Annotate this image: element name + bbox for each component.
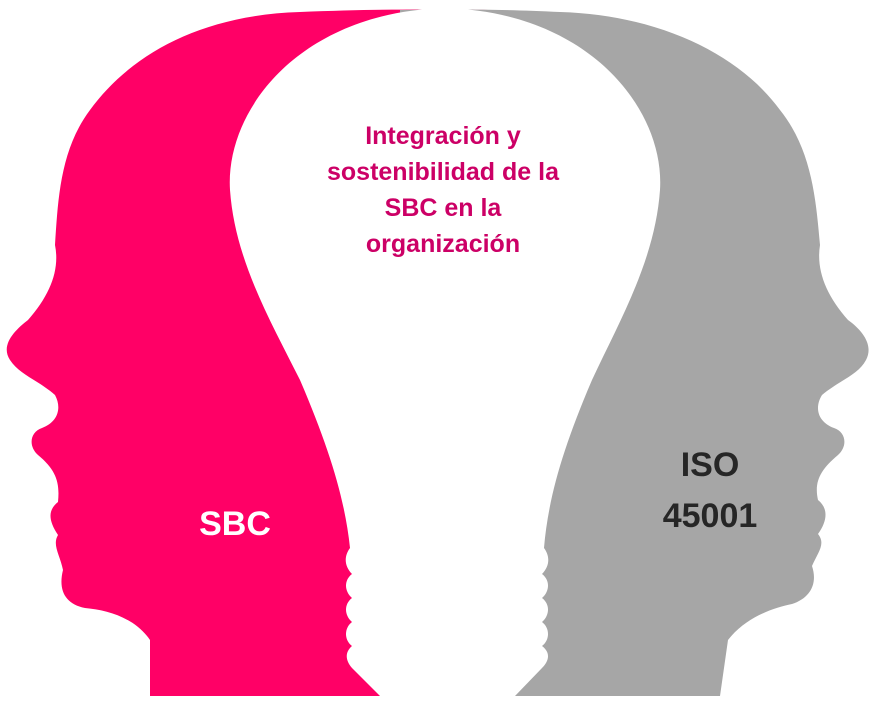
- right-label: ISO 45001: [662, 446, 758, 535]
- light-bulb-icon: [229, 8, 661, 696]
- center-label: Integración y sostenibilidad de la SBC e…: [327, 122, 559, 258]
- left-label: SBC: [199, 505, 271, 543]
